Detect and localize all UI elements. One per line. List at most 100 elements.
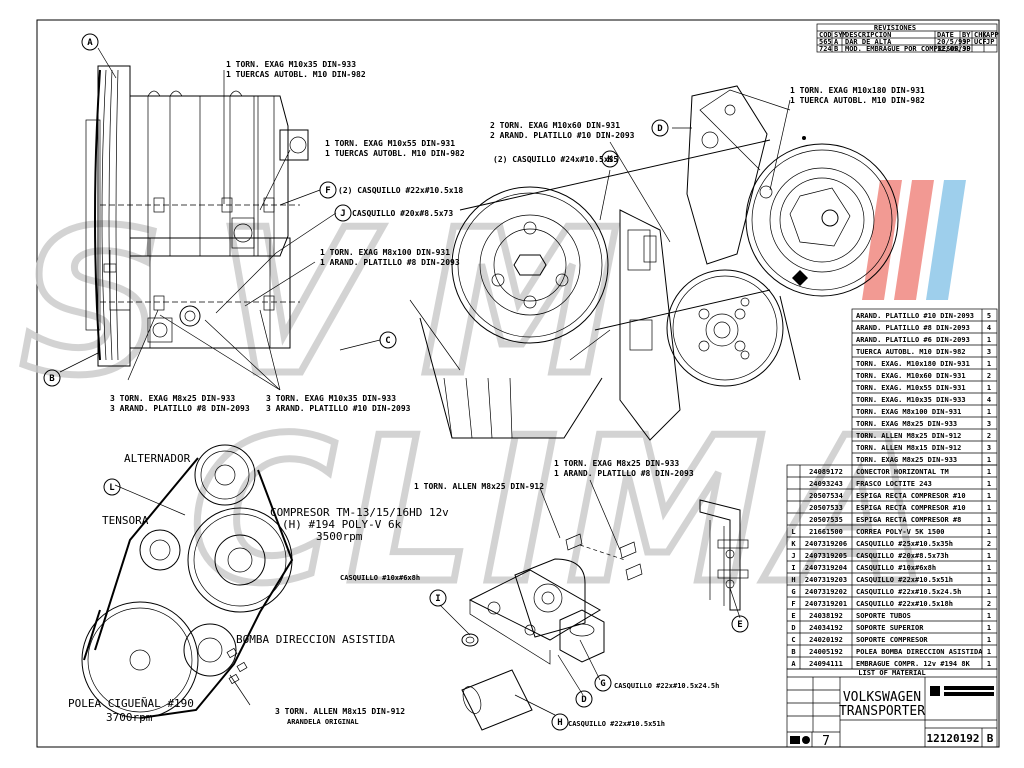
bom-part-qty: 1 [987,660,991,668]
balloon-j: J [334,204,352,222]
bom-hardware-desc: TORN. EXAG M8x100 DIN-931 [856,408,961,416]
bom-part-code: 20507533 [809,504,843,512]
callout-bm-b: 3 ARAND. PLATILLO #10 DIN-2093 [266,404,411,413]
bom-part-desc: CASQUILLO #22x#10.5x18h [856,600,953,608]
bom-part-qty: 1 [987,492,991,500]
title-block: LIST OF MATERIAL VOLKSWAGEN TRANSPORTER … [786,668,998,749]
svg-text:B: B [49,374,55,384]
title-line-2: TRANSPORTER [839,704,925,719]
bom-hardware-desc: ARAND. PLATILLO #8 DIN-2093 [856,324,970,332]
revisions-header-cell: SYM [834,31,847,39]
bom-part-item: J [791,552,795,560]
balloon-h: H [551,713,569,731]
bom-part-desc: EMBRAGUE COMPR. 12v #194 8K [856,660,971,668]
bom-hardware-desc: TORN. EXAG. M10x55 DIN-931 [856,384,966,392]
bom-part-desc: CASQUILLO #22x#10.5x24.5h [856,588,961,596]
bom-hardware-desc: TORN. EXAG. M10x35 DIN-933 [856,396,966,404]
revisions-cell: JP [962,38,970,46]
bom-hardware-qty: 2 [987,432,991,440]
bom-hardware-qty: 1 [987,360,991,368]
svg-text:K: K [607,155,613,165]
revisions-header-cell: BY [962,31,971,39]
balloon-d-bottom: D [575,690,593,708]
svg-text:D: D [657,124,663,134]
callout-ctr-b: 1 ARAND. PLATILLO #8 DIN-2093 [554,469,694,478]
drawing-number: 12120192 [927,732,980,745]
callout-left-mid-b: 1 TUERCAS AUTOBL. M10 DIN-982 [325,149,465,158]
revisions-cell: DAR DE ALTA [845,38,892,46]
bom-part-code: 24038192 [809,612,843,620]
bom-hardware-qty: 5 [987,312,991,320]
bom-hardware-qty: 2 [987,372,991,380]
bom-part-qty: 1 [987,576,991,584]
bom-part-desc: SOPORTE TUBOS [856,612,911,620]
balloon-a: A [81,33,99,51]
bom-hardware-desc: TORN. EXAG. M10x60 DIN-931 [856,372,966,380]
svg-text:J: J [340,209,345,219]
callout-left-mid-a: 1 TORN. EXAG M10x55 DIN-931 [325,139,455,148]
callout-casq-i: CASQUILLO #10x#6x8h [340,574,420,582]
bom-part-desc: CORREA POLY-V 5K 1500 [856,528,945,536]
item-balloons: A B C D E F G H I J K L D [43,33,749,731]
label-bomba: BOMBA DIRECCION ASISTIDA [236,633,395,646]
bom-part-qty: 1 [987,468,991,476]
svg-text:I: I [435,594,440,604]
bom-part-code: 2407319206 [805,540,847,548]
balloon-g: G [594,674,612,692]
bom-hardware-qty: 1 [987,456,991,464]
compressor-side-view [85,65,309,367]
bom-part-qty: 1 [987,636,991,644]
revisions-cell: 565 [819,38,832,46]
bom-hardware-qty: 3 [987,348,991,356]
bom-part-item: C [791,636,795,644]
leader-lines-left [59,47,381,391]
bom-part-qty: 1 [987,564,991,572]
label-polea-1: POLEA CIGUEÑAL #190 [68,697,194,710]
revisions-title: REVISIONES [874,24,916,32]
leader-lines-belt [114,484,251,706]
bom-part-item: F [791,600,795,608]
bom-part-desc: SOPORTE SUPERIOR [856,624,924,632]
company-logo [930,686,994,696]
leader-lines-exploded [439,479,741,716]
bom-part-qty: 1 [987,528,991,536]
bom-hardware-desc: ARAND. PLATILLO #6 DIN-2093 [856,336,970,344]
bom-part-desc: CASQUILLO #25x#10.5x35h [856,540,953,548]
callout-texts: 1 TORN. EXAG M10x35 DIN-933 1 TUERCAS AU… [110,60,925,728]
bom-part-desc: CASQUILLO #10x#6x8h [856,564,936,572]
projection-symbol-icon [790,736,810,744]
callout-bm-a: 3 TORN. EXAG M10x35 DIN-933 [266,394,396,403]
callout-mid-b: 2 ARAND. PLATILLO #10 DIN-2093 [490,131,635,140]
bom-part-qty: 1 [987,648,991,656]
bom-part-item: L [791,528,795,536]
svg-text:C: C [385,336,390,346]
bom-hardware-qty: 4 [987,324,991,332]
callout-br-b: ARANDELA ORIGINAL [287,718,359,726]
belt-routing-diagram [81,444,294,719]
callout-bl-a: 3 TORN. EXAG M8x25 DIN-933 [110,394,235,403]
bom-part-code: 2407319203 [805,576,847,584]
bom-part-code: 24094111 [809,660,843,668]
svg-text:F: F [325,186,330,196]
exploded-bracket-view [461,499,749,731]
revisions-cell: JP [962,45,970,53]
svg-text:H: H [557,718,562,728]
balloon-d-top: D [651,119,669,137]
svg-text:A: A [87,38,93,48]
bom-part-desc: CASQUILLO #22x#10.5x51h [856,576,953,584]
drawing-frame [36,19,1000,748]
callout-m8-a: 1 TORN. EXAG M8x100 DIN-931 [320,248,450,257]
callout-br-a: 3 TORN. ALLEN M8x15 DIN-912 [275,707,405,716]
label-polea-2: 3700rpm [106,711,153,724]
bom-hardware-desc: TORN. ALLEN M8x15 DIN-912 [856,444,961,452]
bom-part-qty: 1 [987,516,991,524]
bom-part-desc: SOPORTE COMPRESOR [856,636,928,644]
balloon-e: E [731,615,749,633]
revisions-cell: A [834,38,839,46]
belt-labels: ALTERNADOR TENSORA COMPRESOR TM-13/15/16… [68,452,449,724]
bom-part-desc: ESPIGA RECTA COMPRESOR #10 [856,492,966,500]
bom-part-qty: 1 [987,504,991,512]
svg-text:L: L [109,483,115,493]
bom-part-qty: 1 [987,612,991,620]
